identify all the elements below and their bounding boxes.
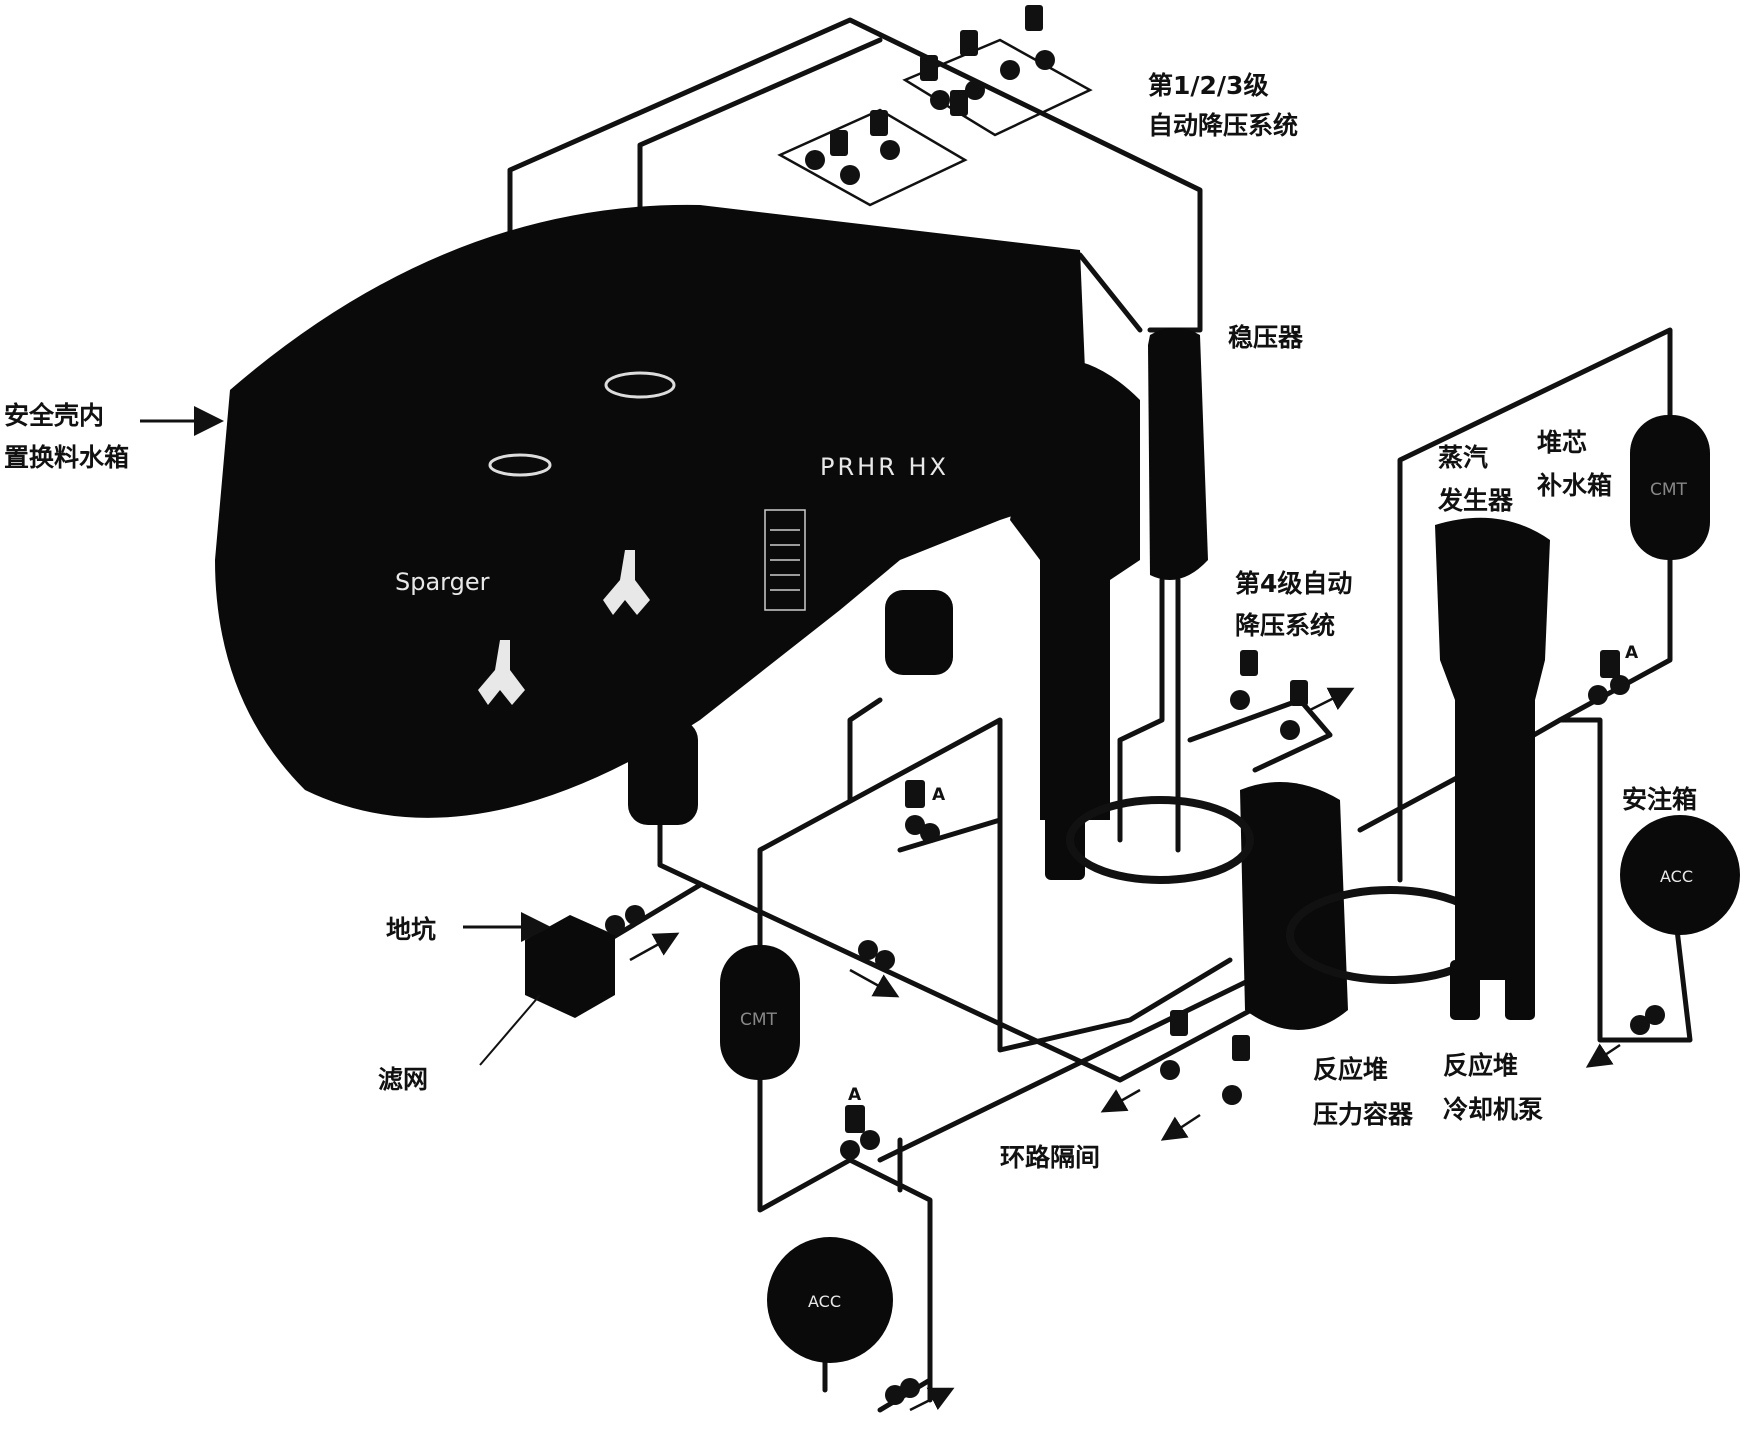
valves: A A A	[605, 643, 1665, 1405]
reactor-pressure-vessel	[1240, 782, 1348, 1030]
label-ads-stage-4-line1: 第4级自动	[1235, 569, 1353, 598]
cmt-left-label: CMT	[740, 1010, 778, 1030]
label-irwst-line2: 置换料水箱	[4, 443, 130, 472]
cmt-right	[1630, 415, 1710, 560]
sparger-label: Sparger	[395, 568, 490, 596]
irwst-outlet	[628, 720, 698, 825]
ads-stage-1-3-valve-rack	[777, 5, 1093, 207]
flow-arrows	[140, 406, 1621, 1412]
label-rpv-line1: 反应堆	[1313, 1055, 1389, 1084]
acc-right-label: ACC	[1660, 867, 1693, 886]
label-ads-stage-1-3-line1: 第1/2/3级	[1148, 71, 1269, 100]
cold-leg-loop	[1066, 796, 1254, 884]
label-rcp-line2: 冷却机泵	[1443, 1095, 1544, 1124]
reactor-coolant-pump-right	[1505, 960, 1535, 1020]
pressurizer	[1148, 327, 1208, 580]
label-screen: 滤网	[378, 1065, 429, 1094]
irwst-tank	[215, 204, 1090, 818]
sump-screen-box	[525, 915, 615, 1018]
acc-left-label: ACC	[808, 1292, 841, 1311]
label-sump: 地坑	[386, 915, 437, 944]
label-rcp-line1: 反应堆	[1443, 1051, 1519, 1080]
label-cmt-line2: 补水箱	[1537, 471, 1613, 500]
label-rpv-line2: 压力容器	[1313, 1100, 1414, 1129]
label-steam-generator-line2: 发生器	[1438, 486, 1514, 515]
prhr-outlet	[885, 590, 953, 675]
steam-generator-right	[1435, 517, 1550, 980]
sparger-group: Sparger PRHR HX	[395, 371, 949, 705]
label-pressurizer: 稳压器	[1228, 323, 1304, 352]
valve-tag-a-2: A	[1625, 643, 1639, 663]
accumulator-right	[1620, 815, 1740, 935]
valve-tag-a-1: A	[932, 785, 946, 805]
label-steam-generator-line1: 蒸汽	[1438, 443, 1489, 472]
prhr-hx-label: PRHR HX	[820, 453, 949, 481]
label-irwst-line1: 安全壳内	[4, 401, 105, 430]
label-ads-stage-1-3-line2: 自动降压系统	[1148, 111, 1299, 140]
cmt-left	[720, 945, 800, 1080]
valve-tag-a-3: A	[848, 1085, 862, 1105]
label-loop-compartment: 环路隔间	[1000, 1143, 1101, 1172]
steam-generator-left	[1010, 358, 1140, 820]
label-ads-stage-4-line2: 降压系统	[1235, 611, 1336, 640]
reactor-coolant-pump-left	[1450, 960, 1480, 1020]
accumulator-left	[767, 1237, 893, 1363]
label-accumulator: 安注箱	[1622, 785, 1698, 814]
cmt-right-label: CMT	[1650, 480, 1688, 500]
label-cmt-line1: 堆芯	[1537, 428, 1588, 457]
